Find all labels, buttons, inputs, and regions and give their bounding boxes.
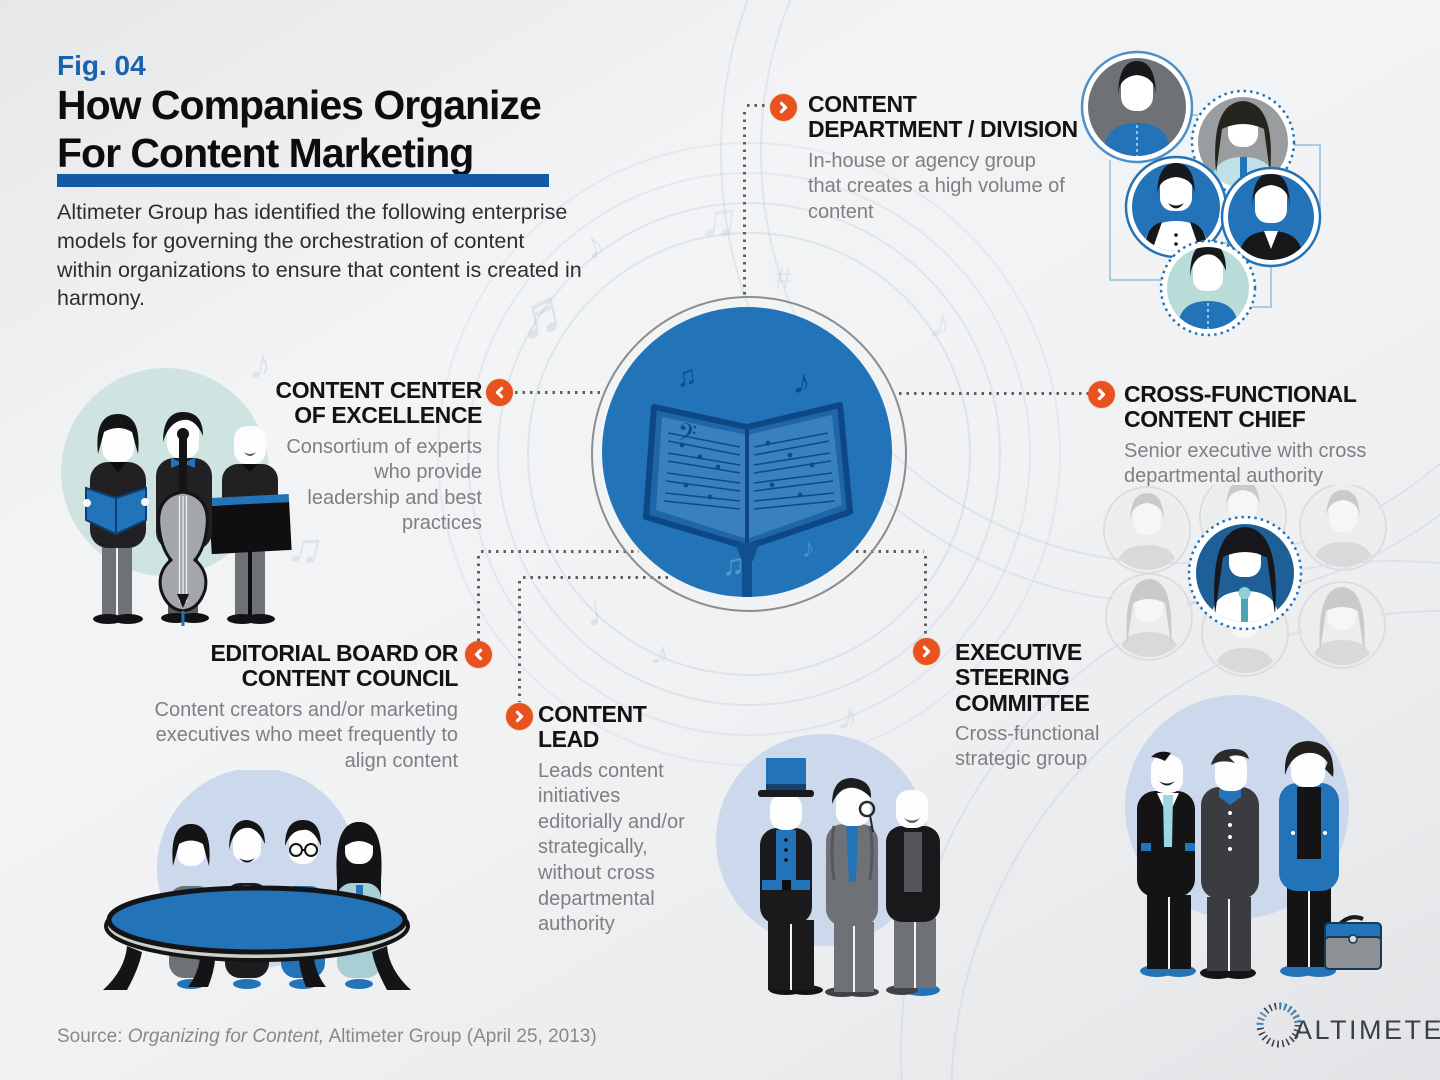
- source-line: Source: Organizing for Content, Altimete…: [57, 1026, 597, 1048]
- model-title-line1: CONTENT: [808, 91, 917, 117]
- altimeter-logo: ALTIMETER: [1252, 998, 1440, 1052]
- model-title: CONTENT CENTER OF EXCELLENCE: [242, 377, 482, 429]
- model-title-line1: EDITORIAL BOARD OR: [210, 640, 458, 666]
- connector-content-center: [515, 391, 603, 394]
- model-editorial-board: EDITORIAL BOARD OR CONTENT COUNCIL Conte…: [113, 640, 459, 774]
- music-stand-icon: ♪ ♫ ♩ ♫ ♪: [643, 359, 853, 597]
- model-title-line2: CONTENT CHIEF: [1124, 406, 1306, 433]
- connector-content-lead: [523, 576, 668, 579]
- model-title-line2: COMMITTEE: [955, 689, 1090, 716]
- connector-editorial-board: [481, 550, 639, 553]
- svg-text:𝄢: 𝄢: [675, 419, 698, 454]
- executive-steering-trio-illustration: [1125, 695, 1382, 979]
- source-label: Source:: [57, 1026, 123, 1047]
- svg-text:♪: ♪: [791, 362, 814, 402]
- chevron-left-icon: [465, 641, 492, 668]
- model-title: EXECUTIVE STEERING COMMITTEE: [955, 639, 1190, 716]
- model-title: CROSS-FUNCTIONAL CONTENT CHIEF: [1124, 381, 1424, 433]
- svg-text:♫: ♫: [722, 549, 745, 582]
- svg-text:♫: ♫: [674, 359, 699, 393]
- chevron-right-icon: [770, 94, 797, 121]
- editorial-board-table-illustration: [103, 770, 411, 990]
- model-description: Senior executive with cross departmental…: [1124, 439, 1367, 488]
- connector-content-department: [747, 104, 769, 107]
- model-description: Leads content initiatives editorially an…: [538, 759, 685, 936]
- model-title: CONTENT LEAD: [538, 701, 703, 753]
- model-content-lead: CONTENT LEAD Leads content initiatives e…: [538, 701, 703, 938]
- content-lead-trio-illustration: [716, 734, 940, 997]
- model-title-line1: CROSS-FUNCTIONAL: [1124, 381, 1357, 407]
- model-description: In-house or agency group that creates a …: [808, 149, 1065, 223]
- connector-content-department: [743, 112, 746, 297]
- model-title-line1: CONTENT LEAD: [538, 701, 647, 753]
- title-underline-bar: [57, 174, 549, 187]
- model-executive-steering: EXECUTIVE STEERING COMMITTEE Cross-funct…: [955, 639, 1190, 773]
- chevron-right-icon: [913, 638, 940, 665]
- model-title: CONTENT DEPARTMENT / DIVISION: [808, 91, 1083, 143]
- center-circle-ring: [591, 296, 907, 612]
- connector-cross-functional-chief: [899, 392, 1089, 395]
- model-title-line2: DEPARTMENT / DIVISION: [808, 116, 1078, 143]
- model-description: Consortium of experts who provide leader…: [286, 435, 482, 535]
- source-attribution: Altimeter Group (April 25, 2013): [328, 1026, 597, 1047]
- connector-executive-steering: [856, 550, 924, 553]
- model-title: EDITORIAL BOARD OR CONTENT COUNCIL: [113, 640, 459, 692]
- model-content-center: CONTENT CENTER OF EXCELLENCE Consortium …: [242, 377, 482, 537]
- content-department-avatars-illustration: [1080, 50, 1322, 337]
- model-content-department: CONTENT DEPARTMENT / DIVISION In-house o…: [808, 91, 1083, 225]
- figure-label: Fig. 04: [57, 50, 146, 81]
- model-title-line1: CONTENT CENTER: [275, 377, 482, 403]
- source-work: Organizing for Content,: [127, 1026, 325, 1047]
- connector-content-lead: [518, 581, 521, 702]
- altimeter-logo-text: ALTIMETER: [1294, 1014, 1440, 1045]
- page-title: How Companies Organize For Content Marke…: [57, 82, 542, 178]
- model-description: Cross-functional strategic group: [955, 722, 1100, 771]
- svg-text:♪: ♪: [802, 533, 815, 563]
- model-title-line2: OF EXCELLENCE: [294, 402, 482, 429]
- content-center-musicians-illustration: [61, 368, 292, 626]
- connector-editorial-board: [477, 556, 480, 641]
- intro-paragraph: Altimeter Group has identified the follo…: [57, 200, 582, 311]
- model-title-line2: CONTENT COUNCIL: [241, 665, 459, 692]
- page-title-line2: For Content Marketing: [57, 129, 474, 176]
- content-chief-avatars-illustration: [1103, 485, 1387, 677]
- model-cross-functional-chief: CROSS-FUNCTIONAL CONTENT CHIEF Senior ex…: [1124, 381, 1424, 490]
- chevron-right-icon: [506, 703, 533, 730]
- page-title-line1: How Companies Organize: [57, 82, 542, 128]
- chevron-right-icon: [1088, 381, 1115, 408]
- connector-executive-steering: [924, 556, 927, 638]
- model-title-line1: EXECUTIVE STEERING: [955, 639, 1082, 691]
- model-description: Content creators and/or marketing execut…: [154, 698, 459, 772]
- center-music-stand-illustration: ♪ ♫ ♩ ♫ ♪: [602, 307, 892, 597]
- chevron-left-icon: [486, 379, 513, 406]
- altimeter-logo-icon: [1256, 1002, 1302, 1048]
